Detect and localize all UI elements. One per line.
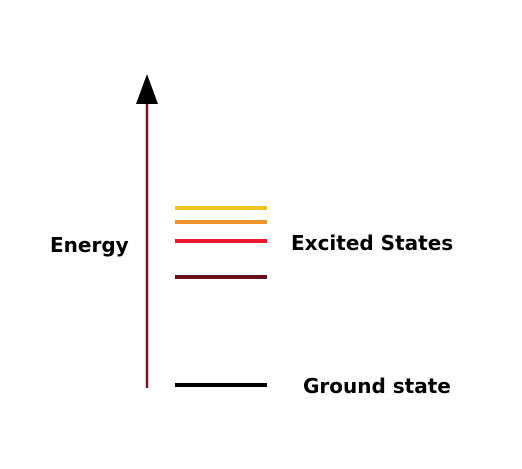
ground-state-label: Ground state: [303, 374, 451, 398]
excited-states-label: Excited States: [291, 231, 453, 255]
energy-axis-arrowhead: [136, 74, 158, 104]
axis-label-energy: Energy: [50, 233, 129, 257]
